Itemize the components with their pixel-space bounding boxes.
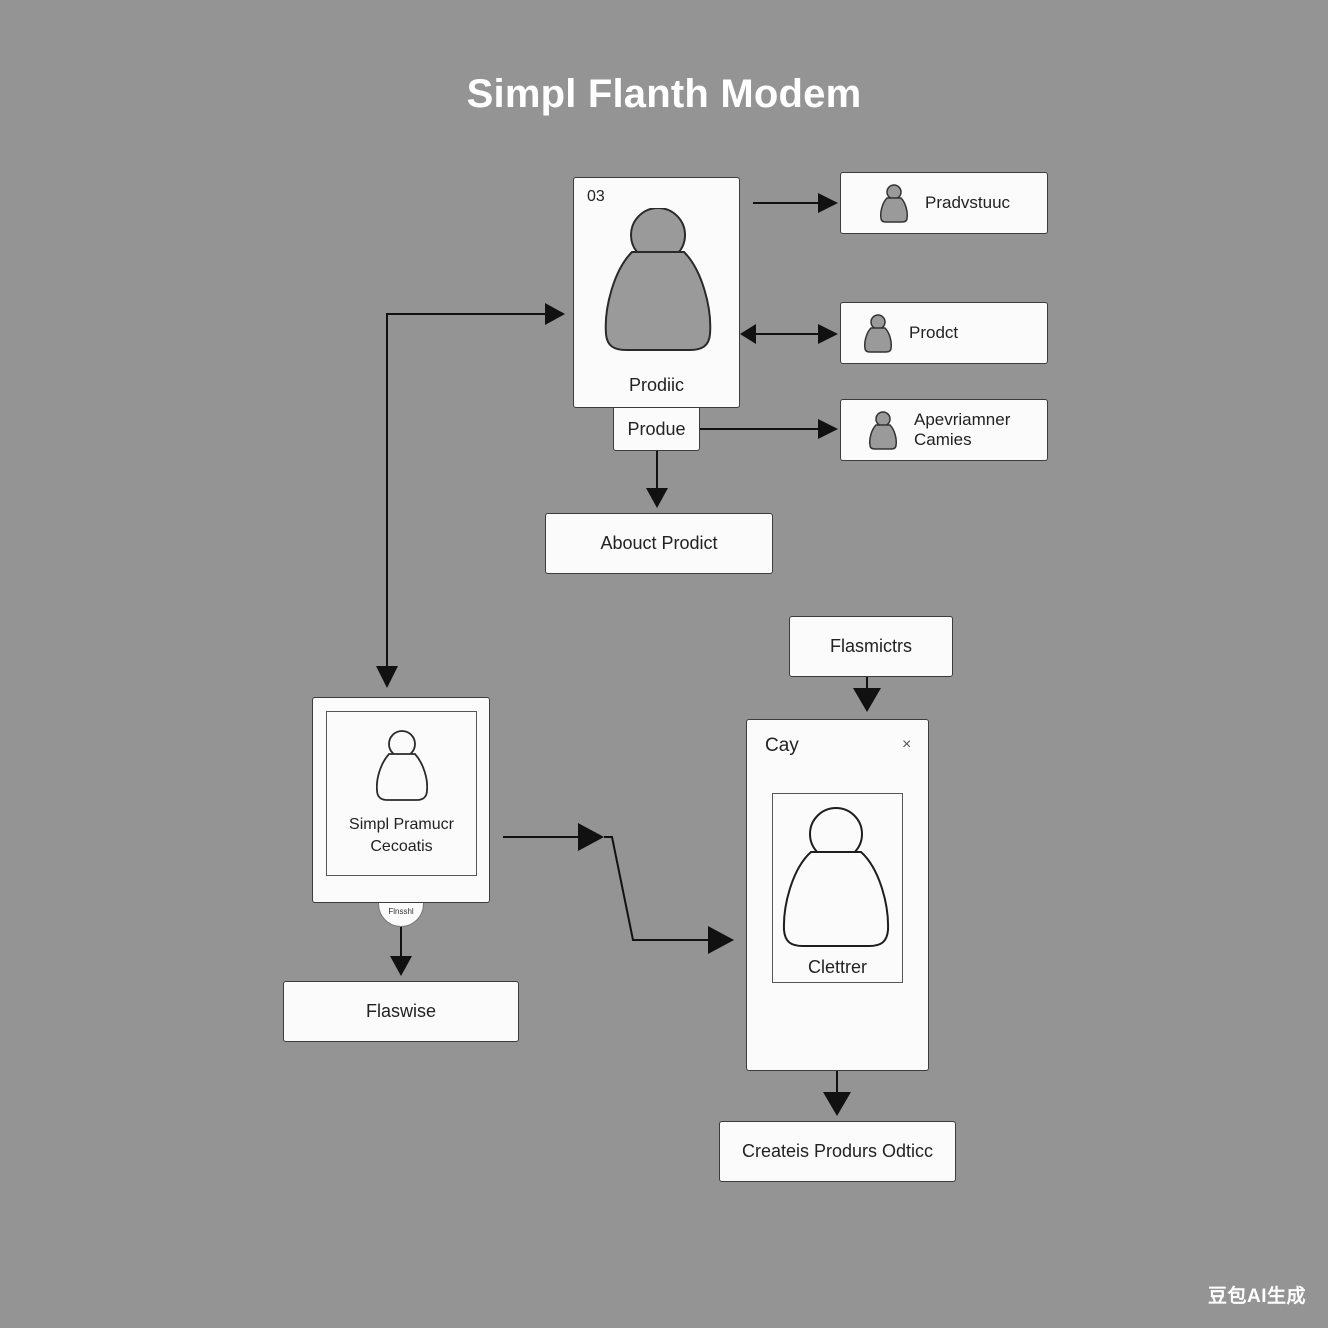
right-item-1-label: Pradvstuuc bbox=[925, 193, 1011, 212]
arrow-produe-to-about bbox=[646, 451, 668, 508]
flasmictrs-box[interactable]: Flasmictrs bbox=[789, 616, 953, 677]
flasmictrs-label: Flasmictrs bbox=[830, 636, 912, 656]
arrow-flasmictrs-to-cay bbox=[853, 677, 881, 712]
right-item-3-line1: Apevriamner bbox=[914, 410, 1011, 429]
flaswise-label: Flaswise bbox=[365, 1001, 436, 1021]
right-item-3-label: Apevriamner Camies bbox=[914, 410, 1010, 450]
arrow-main-to-item1 bbox=[753, 193, 838, 213]
left-product-card[interactable]: Simpl Pramucr Cecoatis bbox=[312, 697, 490, 903]
person-silhouette-icon bbox=[604, 208, 712, 351]
left-card-line2: Cecoatis bbox=[370, 838, 433, 855]
arrow-main-item2-bidirectional bbox=[740, 324, 838, 344]
person-outline-icon bbox=[782, 807, 890, 947]
left-card-tab[interactable]: Flnsshl bbox=[378, 903, 424, 927]
flaswise-box[interactable]: Flaswise bbox=[283, 981, 519, 1042]
arrow-loop-left bbox=[376, 303, 565, 688]
left-card-inner-frame: Simpl Pramucr Cecoatis bbox=[326, 711, 477, 876]
arrow-produe-to-item3 bbox=[700, 419, 838, 439]
person-icon bbox=[869, 411, 897, 450]
produe-tab[interactable]: Produe bbox=[613, 407, 700, 451]
close-icon[interactable]: × bbox=[902, 736, 912, 753]
right-item-1[interactable]: Pradvstuuc bbox=[840, 172, 1048, 234]
arrow-left-card-to-cay bbox=[503, 823, 734, 954]
createis-box[interactable]: Createis Produrs Odticc bbox=[719, 1121, 956, 1182]
person-icon bbox=[864, 314, 892, 353]
watermark: 豆包AI生成 bbox=[1207, 1286, 1306, 1307]
createis-label: Createis Produrs Odticc bbox=[741, 1141, 934, 1161]
arrow-left-to-flaswise bbox=[390, 927, 412, 976]
cay-card-caption: Clettrer bbox=[807, 957, 867, 977]
cay-card[interactable]: Cay × Clettrer bbox=[746, 719, 929, 1071]
left-card-line1: Simpl Pramucr bbox=[349, 816, 454, 833]
right-item-2[interactable]: Prodct bbox=[840, 302, 1048, 364]
person-outline-icon bbox=[376, 730, 428, 801]
main-product-card[interactable]: 03 Prodiic bbox=[573, 177, 740, 408]
right-item-3-line2: Camies bbox=[914, 430, 972, 449]
card-badge: 03 bbox=[587, 188, 605, 205]
main-card-caption: Prodiic bbox=[628, 375, 685, 395]
about-product-box[interactable]: Abouct Prodict bbox=[545, 513, 773, 574]
produe-tab-label: Produe bbox=[627, 418, 686, 439]
diagram-title: Simpl Flanth Modem bbox=[466, 72, 862, 116]
about-product-label: Abouct Prodict bbox=[600, 533, 718, 553]
right-item-2-label: Prodct bbox=[909, 323, 959, 342]
person-icon bbox=[880, 184, 908, 223]
arrow-cay-to-createis bbox=[823, 1071, 851, 1116]
cay-card-title: Cay bbox=[765, 735, 799, 756]
cay-card-inner-frame: Clettrer bbox=[772, 793, 903, 983]
right-item-3[interactable]: Apevriamner Camies bbox=[840, 399, 1048, 461]
